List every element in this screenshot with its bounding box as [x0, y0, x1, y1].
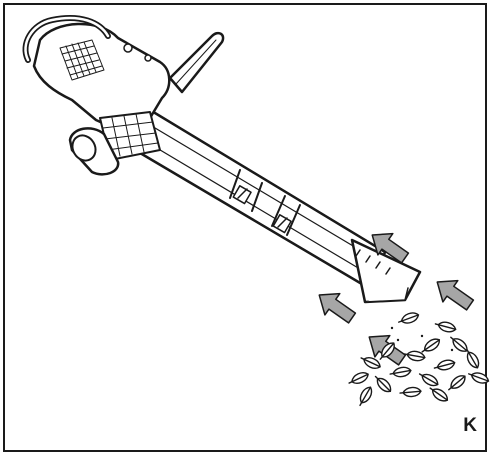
- airflow-arrow-icon: [436, 279, 475, 311]
- leaf-icon: [348, 372, 369, 384]
- leaf-icon: [434, 321, 457, 333]
- leaf-icon: [468, 372, 490, 384]
- leaf-icon: [398, 312, 420, 324]
- figure-frame: [3, 3, 487, 452]
- leaf-icon: [466, 348, 480, 369]
- airflow-arrow-icon: [318, 292, 357, 324]
- panel-label: K: [463, 415, 477, 436]
- leaf-icon: [379, 342, 395, 360]
- leaf-icon: [433, 359, 456, 371]
- leaves: [348, 312, 490, 407]
- leaf-icon: [421, 338, 441, 353]
- leaf-icon: [359, 386, 373, 407]
- leaf-icon: [403, 350, 426, 362]
- leaf-icon: [399, 386, 422, 398]
- leaf-icon: [389, 366, 412, 378]
- leaf-icon: [429, 387, 449, 402]
- airflow-arrow-icon: [371, 232, 410, 264]
- leaf-blower-vacuum-icon: [22, 14, 422, 304]
- leaf-icon: [450, 336, 468, 352]
- leaf-icon: [374, 375, 392, 393]
- leaf-icon: [360, 357, 381, 369]
- leaf-icon: [448, 375, 466, 391]
- leaf-icon: [418, 373, 439, 387]
